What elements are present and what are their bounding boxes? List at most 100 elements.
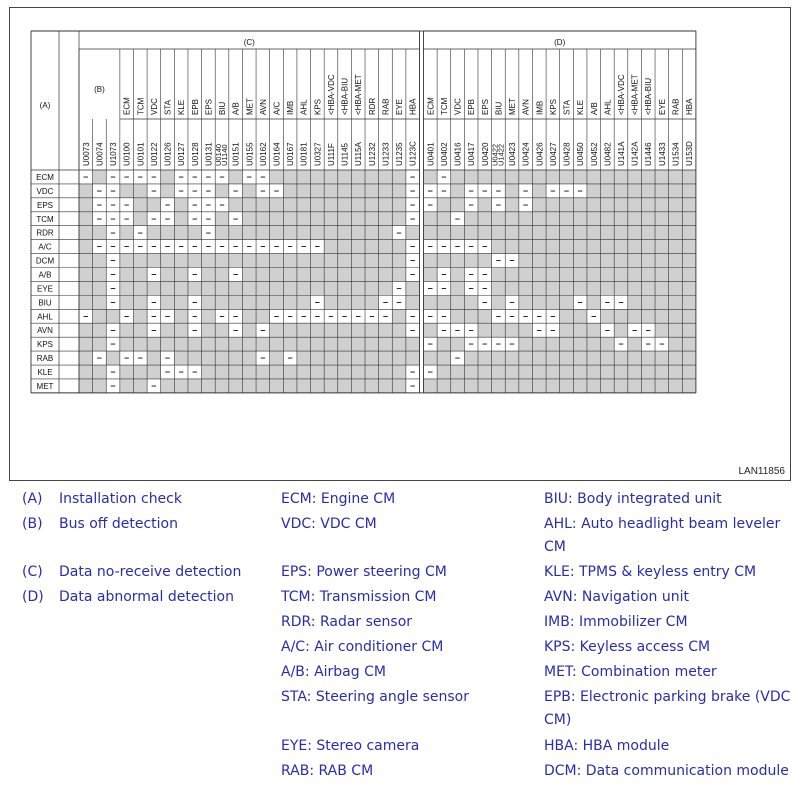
row-label: RAB <box>37 354 53 363</box>
check-mark: – <box>288 353 293 363</box>
shaded-cell <box>337 253 352 268</box>
legend-epb: EPB: Electronic parking brake (VDC <box>544 689 791 705</box>
column-unit: EPS <box>204 99 213 115</box>
check-mark: – <box>111 339 116 349</box>
legend-rab: RAB: RAB CM <box>281 763 374 779</box>
column-code: U0427 <box>549 142 558 166</box>
check-mark: – <box>441 172 446 182</box>
shaded-cell <box>464 253 478 268</box>
shaded-cell <box>215 225 229 240</box>
column-unit: <HBA-MET <box>354 74 363 115</box>
shaded-cell <box>505 211 519 226</box>
shaded-cell <box>655 253 669 268</box>
shaded-cell <box>559 281 574 296</box>
shaded-cell <box>668 253 683 268</box>
shaded-cell <box>242 378 257 393</box>
check-mark: – <box>97 241 102 251</box>
check-mark: – <box>111 241 116 251</box>
column-unit: KPS <box>549 99 558 115</box>
shaded-cell <box>668 337 683 352</box>
shaded-cell <box>337 365 352 379</box>
shaded-cell <box>337 225 352 240</box>
shaded-cell <box>655 323 669 338</box>
shaded-cell <box>242 211 257 226</box>
shaded-cell <box>477 170 492 184</box>
check-mark: – <box>165 367 170 377</box>
shaded-cell <box>187 378 202 393</box>
shaded-cell <box>682 253 696 268</box>
shaded-cell <box>215 323 229 338</box>
shaded-cell <box>351 281 366 296</box>
shaded-cell <box>614 267 628 282</box>
check-mark: – <box>428 367 433 377</box>
shaded-cell <box>365 170 379 184</box>
shaded-cell <box>600 267 615 282</box>
shaded-cell <box>559 351 574 366</box>
shaded-cell <box>573 378 587 393</box>
shaded-cell <box>147 253 161 268</box>
shaded-cell <box>324 267 338 282</box>
shaded-cell <box>310 225 325 240</box>
legend-key: (A) <box>22 491 43 507</box>
shaded-cell <box>559 211 574 226</box>
column-code: U1534 <box>671 142 680 166</box>
row-label: VDC <box>37 187 54 196</box>
shaded-cell <box>378 365 393 379</box>
shaded-cell <box>464 378 478 393</box>
check-mark: – <box>151 213 156 223</box>
check-mark: – <box>441 241 446 251</box>
shaded-cell <box>351 267 366 282</box>
shaded-cell <box>559 309 574 324</box>
shaded-cell <box>283 337 297 352</box>
column-code: U0131 <box>204 142 213 166</box>
check-mark: – <box>206 172 211 182</box>
shaded-cell <box>310 197 325 212</box>
column-unit: EPB <box>467 99 476 115</box>
shaded-cell <box>392 351 406 366</box>
legend-eps: EPS: Power steering CM <box>281 564 447 580</box>
shaded-cell <box>655 365 669 379</box>
shaded-cell <box>228 170 243 184</box>
shaded-cell <box>79 183 93 198</box>
shaded-cell <box>119 295 134 310</box>
shaded-cell <box>627 170 642 184</box>
shaded-cell <box>614 170 628 184</box>
shaded-cell <box>174 337 188 352</box>
shaded-cell <box>351 225 366 240</box>
shaded-cell <box>532 183 547 198</box>
check-mark: – <box>83 311 88 321</box>
shaded-cell <box>365 365 379 379</box>
legend-ahl: AHL: Auto headlight beam leveler <box>544 516 781 532</box>
shaded-cell <box>310 253 325 268</box>
column-unit: RAB <box>671 99 680 115</box>
check-mark: – <box>83 172 88 182</box>
shaded-cell <box>392 253 406 268</box>
check-mark: – <box>111 283 116 293</box>
shaded-cell <box>600 170 615 184</box>
check-mark: – <box>233 213 238 223</box>
shaded-cell <box>491 281 506 296</box>
shaded-cell <box>324 351 338 366</box>
check-mark: – <box>537 325 542 335</box>
shaded-cell <box>392 211 406 226</box>
shaded-cell <box>283 225 297 240</box>
check-mark: – <box>482 241 487 251</box>
shaded-cell <box>310 351 325 366</box>
shaded-cell <box>518 239 533 254</box>
shaded-cell <box>559 267 574 282</box>
check-mark: – <box>151 311 156 321</box>
shaded-cell <box>174 378 188 393</box>
column-unit: BIU <box>218 101 227 115</box>
can-diagnosis-matrix: ––––––––––––––––––––––––––––––––––––––––… <box>30 30 697 394</box>
shaded-cell <box>627 239 642 254</box>
shaded-cell <box>586 267 601 282</box>
shaded-cell <box>559 225 574 240</box>
shaded-cell <box>392 183 406 198</box>
shaded-cell <box>450 378 465 393</box>
legend: (A)Installation check (B)Bus off detecti… <box>0 488 802 787</box>
row-label: RDR <box>36 229 54 238</box>
shaded-cell <box>641 183 656 198</box>
check-mark: – <box>496 199 501 209</box>
shaded-cell <box>337 378 352 393</box>
shaded-cell <box>600 309 615 324</box>
